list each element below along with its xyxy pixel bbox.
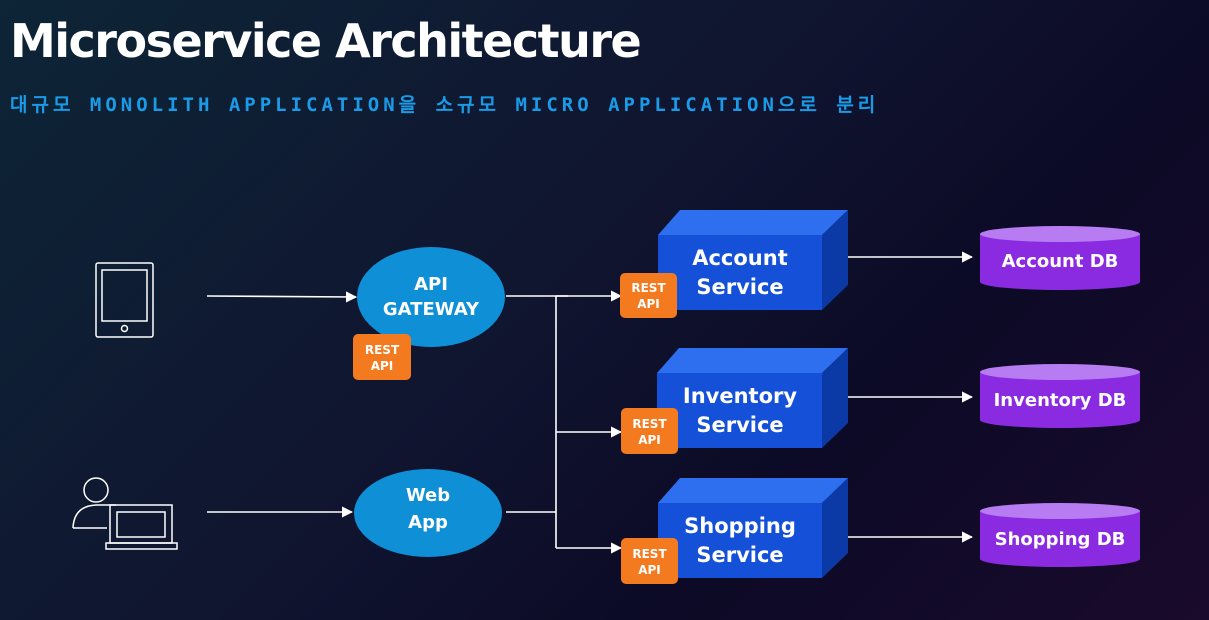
web-app-node: Web App bbox=[354, 469, 502, 557]
rest-badge-line1: REST bbox=[631, 281, 666, 295]
db-cylinder-body bbox=[980, 372, 1140, 428]
account-service-line2: Service bbox=[696, 275, 783, 299]
rest-api-badge-inventory: REST API bbox=[621, 408, 678, 454]
tablet-icon bbox=[95, 262, 154, 338]
service-front-face bbox=[657, 373, 822, 448]
service-side-face bbox=[822, 478, 848, 578]
rest-api-badge-shopping: REST API bbox=[621, 538, 678, 584]
account-db-node: Account DB bbox=[980, 226, 1140, 290]
gateway-line2: GATEWAY bbox=[383, 299, 480, 320]
rest-api-badge-gateway: REST API bbox=[353, 334, 411, 380]
service-top-face bbox=[658, 210, 848, 235]
inventory-db-label: Inventory DB bbox=[994, 390, 1127, 411]
rest-badge-line1: REST bbox=[632, 417, 667, 431]
service-top-face bbox=[658, 478, 848, 503]
account-service-line1: Account bbox=[692, 246, 788, 270]
rest-badge-line1: REST bbox=[365, 343, 400, 357]
account-db-label: Account DB bbox=[1002, 251, 1119, 272]
db-cylinder-top bbox=[980, 226, 1140, 242]
rest-badge-line2: API bbox=[638, 563, 661, 577]
rest-badge-line1: REST bbox=[632, 547, 667, 561]
db-cylinder-body bbox=[980, 511, 1140, 567]
tablet-to-gateway-arrow bbox=[206, 291, 358, 303]
db-cylinder-body bbox=[980, 234, 1140, 290]
service-side-face bbox=[822, 210, 848, 310]
inventory-service-node: Inventory Service bbox=[657, 348, 848, 448]
account-service-node: Account Service bbox=[658, 210, 848, 310]
service-front-face bbox=[658, 503, 822, 578]
rest-badge-line2: API bbox=[637, 297, 660, 311]
db-cylinder-top bbox=[980, 503, 1140, 519]
service-top-face bbox=[657, 348, 848, 373]
connectors bbox=[206, 251, 974, 554]
shopping-service-line1: Shopping bbox=[684, 514, 796, 538]
page-subtitle: 대규모 MONOLITH APPLICATION을 소규모 MICRO APPL… bbox=[10, 94, 880, 116]
api-gateway-node: API GATEWAY bbox=[357, 247, 505, 347]
shopping-service-node: Shopping Service bbox=[658, 478, 848, 578]
service-side-face bbox=[822, 348, 848, 448]
rest-badge-line2: API bbox=[371, 359, 394, 373]
inventory-service-line1: Inventory bbox=[683, 384, 797, 408]
webapp-line2: App bbox=[408, 512, 448, 533]
web-app-ellipse bbox=[354, 469, 502, 557]
inventory-service-line2: Service bbox=[696, 413, 783, 437]
service-front-face bbox=[658, 235, 822, 310]
inventory-db-node: Inventory DB bbox=[980, 364, 1140, 428]
db-cylinder-top bbox=[980, 364, 1140, 380]
rest-api-badge-account: REST API bbox=[620, 273, 677, 318]
gateway-line1: API bbox=[414, 274, 448, 295]
page-title: Microservice Architecture bbox=[10, 14, 642, 68]
shopping-db-label: Shopping DB bbox=[995, 529, 1126, 550]
shopping-db-node: Shopping DB bbox=[980, 503, 1140, 567]
rest-badge-line2: API bbox=[638, 433, 661, 447]
shopping-service-line2: Service bbox=[696, 543, 783, 567]
api-gateway-ellipse bbox=[357, 247, 505, 347]
webapp-line1: Web bbox=[406, 485, 450, 506]
user-laptop-icon bbox=[72, 477, 178, 550]
